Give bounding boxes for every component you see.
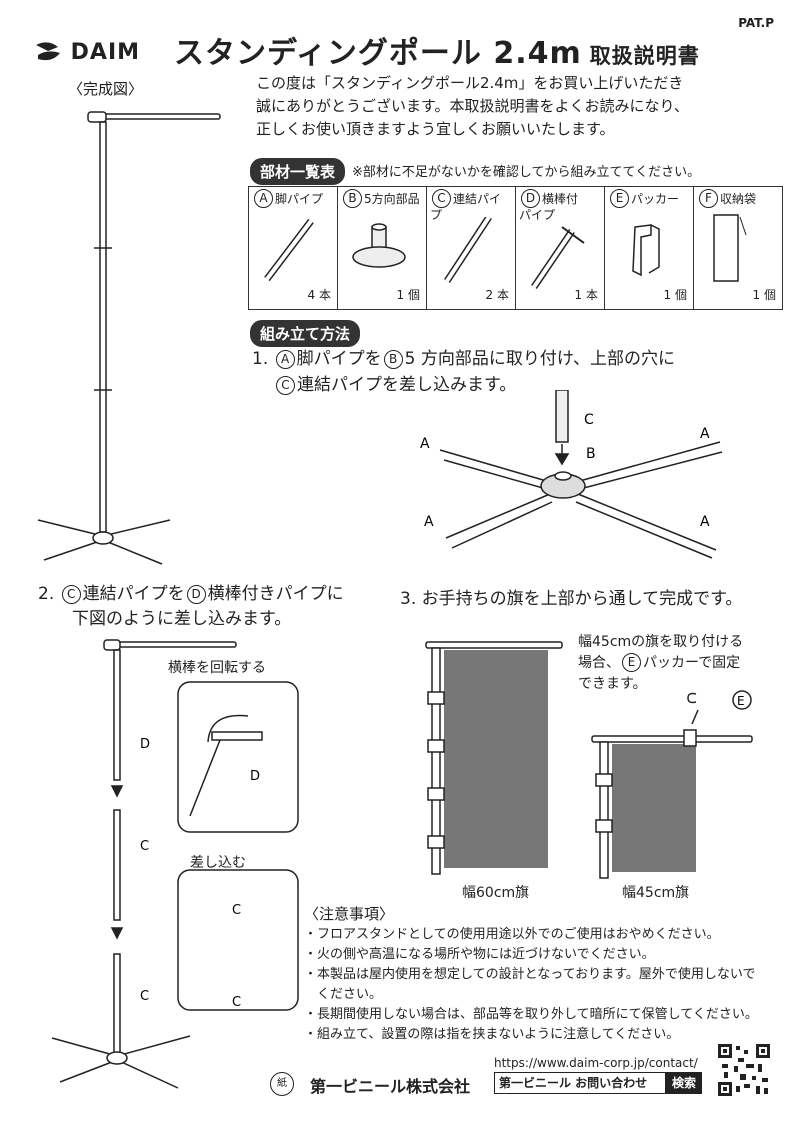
label-c: C	[140, 989, 149, 1004]
title-main: スタンディングポール 2.4m	[174, 36, 582, 71]
brand-logo: DAIM	[34, 40, 140, 65]
label-a: A	[700, 426, 710, 442]
crossbar-pipe-icon	[531, 226, 585, 289]
label-b: B	[586, 446, 596, 462]
five-way-joint-icon	[352, 223, 406, 268]
label-a: A	[424, 514, 434, 530]
daim-logo-icon	[36, 42, 60, 61]
caution-list: ・フロアスタンドとしての使用用途以外でのご使用はおやめください。 ・火の側や高温…	[304, 925, 774, 1045]
caution-item: ・火の側や高温になる場所や物には近づけないでください。	[304, 947, 655, 962]
label-a: A	[700, 514, 710, 530]
parts-list-note: ※部材に不足がないかを確認してから組み立ててください。	[352, 165, 701, 180]
caution-item: ください。	[304, 987, 383, 1002]
label-a: A	[420, 436, 430, 452]
part-qty: 1 本	[574, 288, 598, 302]
completed-figure-label: 〈完成図〉	[68, 80, 144, 98]
storage-bag-icon	[713, 214, 747, 282]
title-sub: 取扱説明書	[589, 44, 700, 68]
flag-45cm-illustration: E	[591, 690, 753, 879]
part-qty: 4 本	[307, 288, 331, 302]
caution-item: ・本製品は屋内使用を想定しての設計となっております。屋外で使用しないで	[304, 967, 756, 982]
caption-60cm: 幅60cm旗	[462, 885, 530, 901]
part-qty: 1 個	[663, 288, 687, 302]
contact-url[interactable]: https://www.daim-corp.jp/contact/	[494, 1056, 698, 1070]
parts-list-heading: 部材一覧表	[250, 158, 346, 185]
label-d: D	[140, 737, 150, 752]
connecting-pipe-icon	[444, 217, 492, 283]
page-title: スタンディングポール 2.4m 取扱説明書	[174, 28, 700, 72]
label-c: C	[140, 839, 149, 854]
insert-label: 差し込む	[190, 855, 246, 871]
label-c: C	[584, 412, 594, 428]
step-1-illustration: A A A A B C	[420, 390, 723, 559]
step-2-illustration: D C C D C C	[51, 639, 299, 1089]
label-c: C	[232, 995, 241, 1010]
company-name: 第一ビニール株式会社	[310, 1077, 471, 1096]
part-qty: 1 個	[752, 288, 776, 302]
patent-mark: PAT.P	[738, 16, 774, 30]
caution-item: ・組み立て、設置の際は指を挟まないように注意してください。	[304, 1027, 680, 1042]
caution-heading: 〈注意事項〉	[304, 905, 395, 923]
completed-pole-illustration	[37, 111, 221, 565]
rotate-crossbar-label: 横棒を回転する	[168, 660, 266, 676]
label-e: E	[737, 694, 745, 708]
search-box[interactable]: 第一ビニール お問い合わせ	[494, 1072, 666, 1094]
caution-item: ・長期間使用しない場合は、部品等を取り外して暗所にて保管してください。	[304, 1007, 758, 1022]
step-3-text: 3. お手持ちの旗を上部から通して完成です。	[400, 589, 743, 609]
flag-60cm-illustration	[425, 641, 563, 875]
intro-line: この度は「スタンディングポール2.4m」をお買い上げいただき	[256, 74, 684, 92]
caution-item: ・フロアスタンドとしての使用用途以外でのご使用はおやめください。	[304, 927, 720, 942]
intro-line: 誠にありがとうございます。本取扱説明書をよくお読みになり、	[256, 97, 689, 115]
part-qty: 1 個	[396, 288, 420, 302]
label-d: D	[250, 769, 260, 784]
paper-recycle-icon: 紙	[270, 1072, 294, 1096]
caption-45cm: 幅45cm旗	[622, 885, 690, 901]
assembly-heading: 組み立て方法	[250, 320, 361, 347]
intro-line: 正しくお使い頂きますよう宜しくお願いいたします。	[256, 120, 615, 138]
brand-name: DAIM	[70, 40, 141, 65]
qr-code-icon[interactable]	[718, 1044, 770, 1096]
label-c: C	[232, 903, 241, 918]
part-qty: 2 本	[485, 288, 509, 302]
intro-text: この度は「スタンディングポール2.4m」をお買い上げいただき 誠にありがとうござ…	[256, 72, 689, 141]
packer-icon	[632, 224, 660, 277]
leg-pipe-icon	[264, 218, 314, 282]
search-button[interactable]: 検索	[666, 1072, 702, 1094]
